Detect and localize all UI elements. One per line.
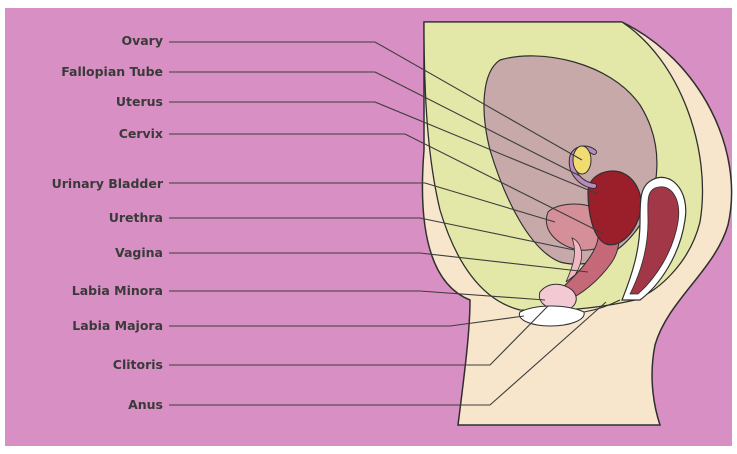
label-labia-minora: Labia Minora (72, 283, 163, 298)
label-anus: Anus (128, 397, 163, 412)
label-urethra: Urethra (109, 210, 163, 225)
label-cervix: Cervix (119, 126, 163, 141)
label-ovary: Ovary (121, 33, 163, 48)
label-vagina: Vagina (115, 245, 163, 260)
label-clitoris: Clitoris (113, 357, 163, 372)
label-uterus: Uterus (116, 94, 163, 109)
label-fallopian-tube: Fallopian Tube (61, 64, 163, 79)
label-urinary-bladder: Urinary Bladder (52, 176, 164, 191)
label-labia-majora: Labia Majora (72, 318, 163, 333)
